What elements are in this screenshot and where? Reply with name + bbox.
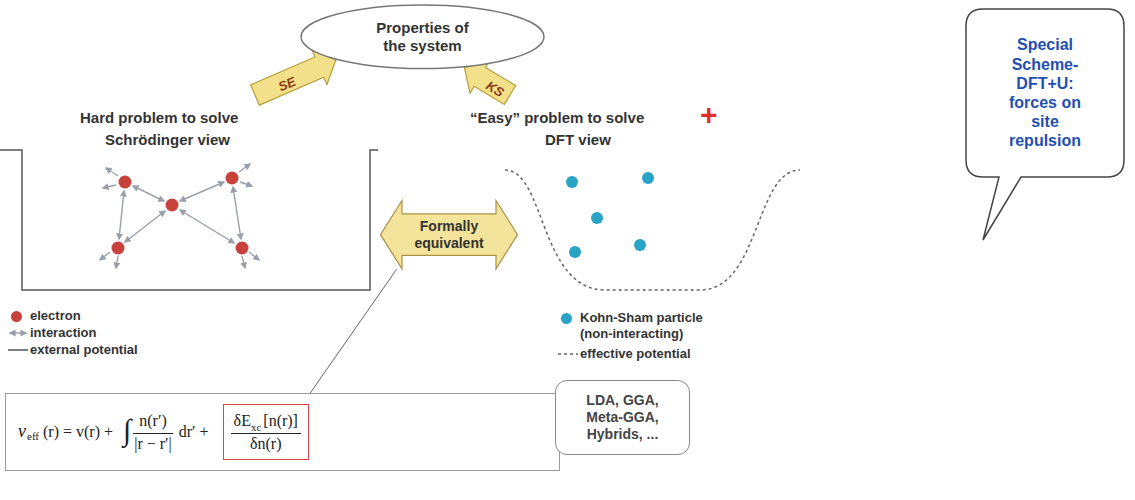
equation-box: veff (r) = v(r) + ∫n(r′)|r − r′| dr′ + δExc[… (5, 393, 560, 471)
legend-text: Kohn-Sham particle (non-interacting) (580, 310, 720, 342)
formula-term: dr′ + (179, 422, 209, 441)
label-holder: + (700, 100, 718, 130)
functional-list-box: LDA, GGA, Meta-GGA, Hybrids, ... (555, 380, 690, 455)
dft-u-callout: Special Scheme- DFT+U: forces on site re… (965, 8, 1125, 178)
legend-swatch (561, 313, 572, 324)
formula-symbol: v (18, 421, 26, 443)
electrons (112, 172, 249, 255)
effective-potential-well (505, 170, 800, 290)
callout-text: Special Scheme- DFT+U: forces on site re… (996, 35, 1094, 150)
legend-item: electron (6, 308, 81, 324)
panel-heading: Hard problem to solve (80, 109, 238, 126)
legend-item: external potential (6, 342, 138, 358)
panel-heading: Schrödinger view (105, 131, 230, 148)
legend-sample (6, 325, 30, 341)
legend-text: external potential (30, 342, 138, 358)
interaction-arrows (100, 164, 259, 268)
formula-term: (r) = v(r) + (43, 422, 113, 441)
legend-text: electron (30, 308, 81, 324)
fraction-denominator: |r − r′| (134, 434, 172, 453)
legend-item: effective potential (556, 346, 691, 362)
speech-bubble-outline (965, 8, 1125, 178)
node-label: LDA, GGA, Meta-GGA, Hybrids, ... (569, 392, 677, 442)
dft-panel: “Easy” problem to solveDFT view (465, 95, 805, 295)
block-arrow (464, 61, 515, 105)
legend-sample (556, 346, 580, 362)
legend-text: effective potential (580, 346, 691, 362)
fraction: n(r′)|r − r′| (133, 411, 172, 452)
panel-heading: “Easy” problem to solve (470, 109, 644, 126)
node-label: Formally equivalent (408, 218, 490, 252)
block-arrow (251, 50, 336, 105)
legend-item: interaction (6, 325, 96, 341)
legend-item: Kohn-Sham particle (non-interacting) (556, 310, 720, 342)
formula-subscript: eff (27, 430, 39, 443)
legend-sample (6, 342, 30, 358)
formula-term: [n(r)] (263, 411, 298, 430)
equivalence-double-arrow: Formally equivalent (380, 200, 518, 269)
fraction-denominator: δn(r) (250, 434, 282, 453)
formula-subscript: xc (251, 421, 261, 434)
leader-line (310, 269, 396, 393)
xc-functional-box: δExc[n(r)]δn(r) (223, 404, 309, 460)
formula-symbol: δE (234, 411, 251, 430)
integral-sign: ∫ (123, 412, 131, 448)
properties-ellipse: Properties of the system (300, 4, 545, 70)
plus-sign: + (700, 100, 718, 130)
legend-swatch (11, 311, 22, 322)
external-potential-well (0, 150, 378, 290)
legend-text: interaction (30, 325, 96, 341)
fraction-numerator: n(r′) (133, 411, 172, 433)
panel-heading: DFT view (545, 131, 611, 148)
node-label: Properties of the system (368, 19, 478, 55)
schrodinger-panel: Hard problem to solveSchrödinger view (0, 95, 375, 295)
fraction-numerator-row: δExc[n(r)] (231, 411, 301, 434)
kohn-sham-particles (566, 172, 654, 258)
